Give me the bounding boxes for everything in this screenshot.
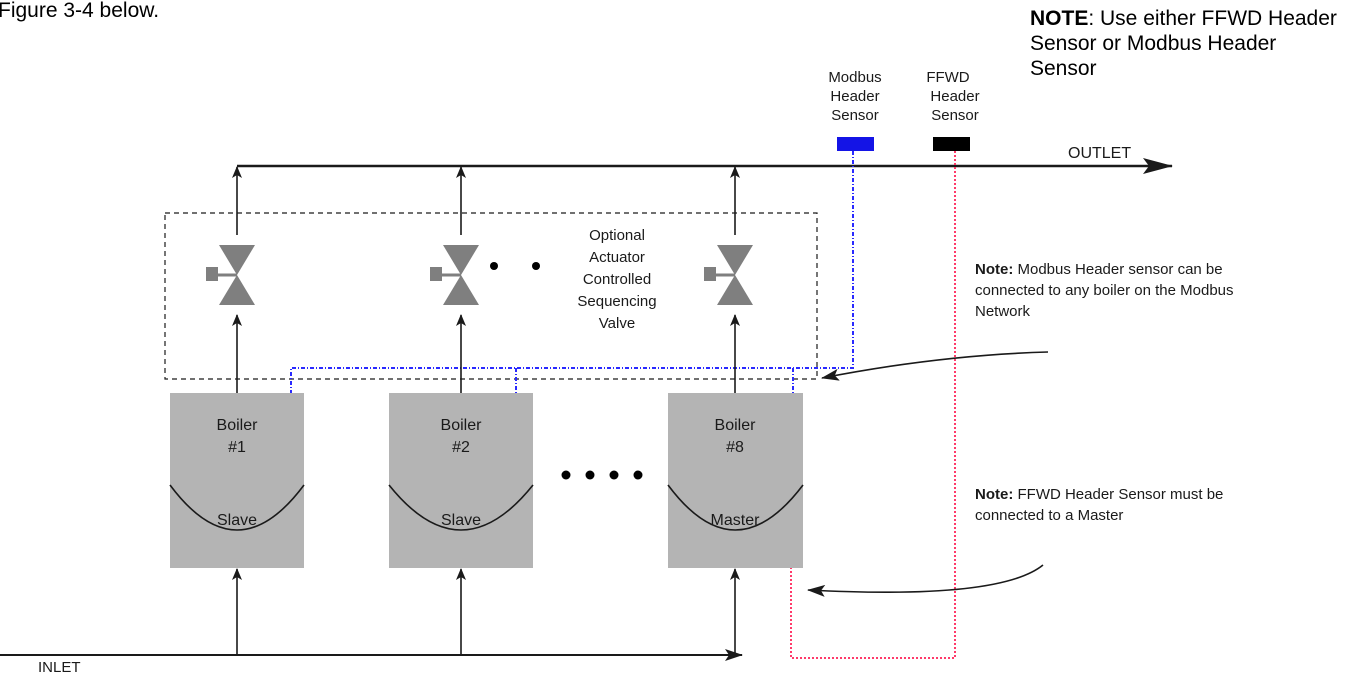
valve-box-label-4: Sequencing [577,293,656,310]
ffwd-sensor [933,137,970,151]
boiler-column-2: Boiler #2 Slave [388,166,534,655]
modbus-note: Note: Modbus Header sensor can be connec… [975,259,1285,322]
boiler-8-name: Boiler [715,417,757,434]
inlet-label: INLET [38,659,81,675]
boiler-8-role: Master [711,512,761,529]
boiler-2 [389,393,533,568]
modbus-sensor-label-1: Modbus [828,69,881,86]
top-note-prefix: NOTE [1030,7,1089,30]
boiler-2-number: #2 [452,439,470,456]
modbus-note-text: Modbus Header sensor can be connected to… [975,261,1234,320]
modbus-sensor-label-2: Header [830,88,879,105]
boiler-1-role: Slave [217,512,257,529]
boiler-8 [668,393,803,568]
ffwd-note-prefix: Note: [975,486,1014,503]
modbus-sensor [837,137,874,151]
caption-fragment: Figure 3-4 below. [0,0,160,22]
top-note-text: : Use either FFWD Header Sensor or Modbu… [1030,7,1337,80]
valve-box-label-1: Optional [589,227,645,244]
modbus-wire [290,151,854,393]
ffwd-sensor-label-2: Header [930,88,979,105]
ffwd-sensor-label-3: Sensor [931,107,979,124]
sequencing-valve-2 [430,245,479,305]
modbus-sensor-label-3: Sensor [831,107,879,124]
boiler-ellipsis-dot [633,470,643,480]
boiler-ellipsis-dot [609,470,619,480]
boiler-2-name: Boiler [441,417,483,434]
boiler-column-1: Boiler #1 Slave [169,166,305,655]
outlet-label: OUTLET [1068,145,1131,162]
sequencing-valve-1 [206,245,255,305]
ffwd-sensor-label-1: FFWD [926,69,969,86]
optional-valve-box [164,212,818,380]
modbus-note-prefix: Note: [975,261,1014,278]
valve-box-label-5: Valve [599,315,635,332]
boiler-column-8: Boiler #8 Master [667,166,804,655]
boiler-ellipsis-dot [561,470,571,480]
ffwd-wire [790,151,956,659]
boiler-1-number: #1 [228,439,246,456]
valve-ellipsis-dot [490,262,498,270]
valve-box-label-2: Actuator [589,249,645,266]
boiler-ellipsis-dot [585,470,595,480]
sequencing-valve-8 [704,245,753,305]
valve-box-label-3: Controlled [583,271,651,288]
modbus-note-arrow [821,351,1049,381]
top-note: NOTE: Use either FFWD Header Sensor or M… [1030,6,1340,81]
boiler-2-role: Slave [441,512,481,529]
valve-ellipsis-dot [532,262,540,270]
ffwd-note-text: FFWD Header Sensor must be connected to … [975,486,1224,524]
boiler-8-number: #8 [726,439,744,456]
boiler-1 [170,393,304,568]
ffwd-note: Note: FFWD Header Sensor must be connect… [975,484,1275,526]
boiler-1-name: Boiler [217,417,259,434]
ffwd-note-arrow [807,564,1044,597]
